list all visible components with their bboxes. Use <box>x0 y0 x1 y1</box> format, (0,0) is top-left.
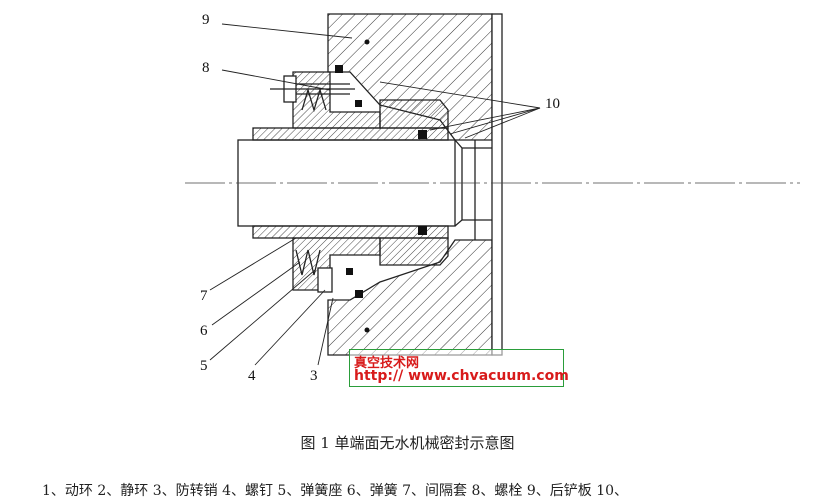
leader-7 <box>209 237 297 291</box>
leader-10d <box>379 81 541 109</box>
o-ring <box>418 226 427 235</box>
site-watermark: 真空技术网 http:// www.chvacuum.com <box>349 349 569 387</box>
o-ring <box>355 100 362 107</box>
parts-legend: 1、动环 2、静环 3、防转销 4、螺钉 5、弹簧座 6、弹簧 7、间隔套 8、… <box>42 483 629 499</box>
callout-6: 6 <box>200 323 208 339</box>
leader-5 <box>209 269 316 361</box>
watermark-url: http:// www.chvacuum.com <box>354 368 569 384</box>
leader-8 <box>221 69 331 91</box>
screw <box>317 267 333 293</box>
side-plate <box>491 13 503 356</box>
o-ring <box>335 65 343 73</box>
callout-7: 7 <box>200 288 208 304</box>
leader-3 <box>317 297 334 366</box>
spring-upper <box>301 87 327 113</box>
stationary-ring-upper <box>379 99 449 129</box>
callout-3: 3 <box>310 368 318 384</box>
callout-5: 5 <box>200 358 208 374</box>
leader-10b <box>449 107 541 135</box>
callout-9: 9 <box>202 12 210 28</box>
callout-4: 4 <box>248 368 256 384</box>
o-ring <box>355 290 363 298</box>
leader-6 <box>211 261 301 326</box>
leader-10a <box>429 107 541 131</box>
o-ring <box>346 268 353 275</box>
o-ring <box>418 130 427 139</box>
callout-8: 8 <box>202 60 210 76</box>
leader-9 <box>221 23 353 39</box>
callout-10: 10 <box>545 96 560 112</box>
figure-caption: 图 1 单端面无水机械密封示意图 <box>300 434 515 452</box>
leader-10c <box>464 107 541 139</box>
seal-cross-section-diagram <box>185 13 800 366</box>
watermark-site-name: 真空技术网 <box>354 356 420 371</box>
leader-4 <box>254 289 326 366</box>
spring-lower <box>295 249 321 276</box>
spring-seat-lower <box>292 237 381 291</box>
stationary-ring-lower <box>379 237 449 266</box>
